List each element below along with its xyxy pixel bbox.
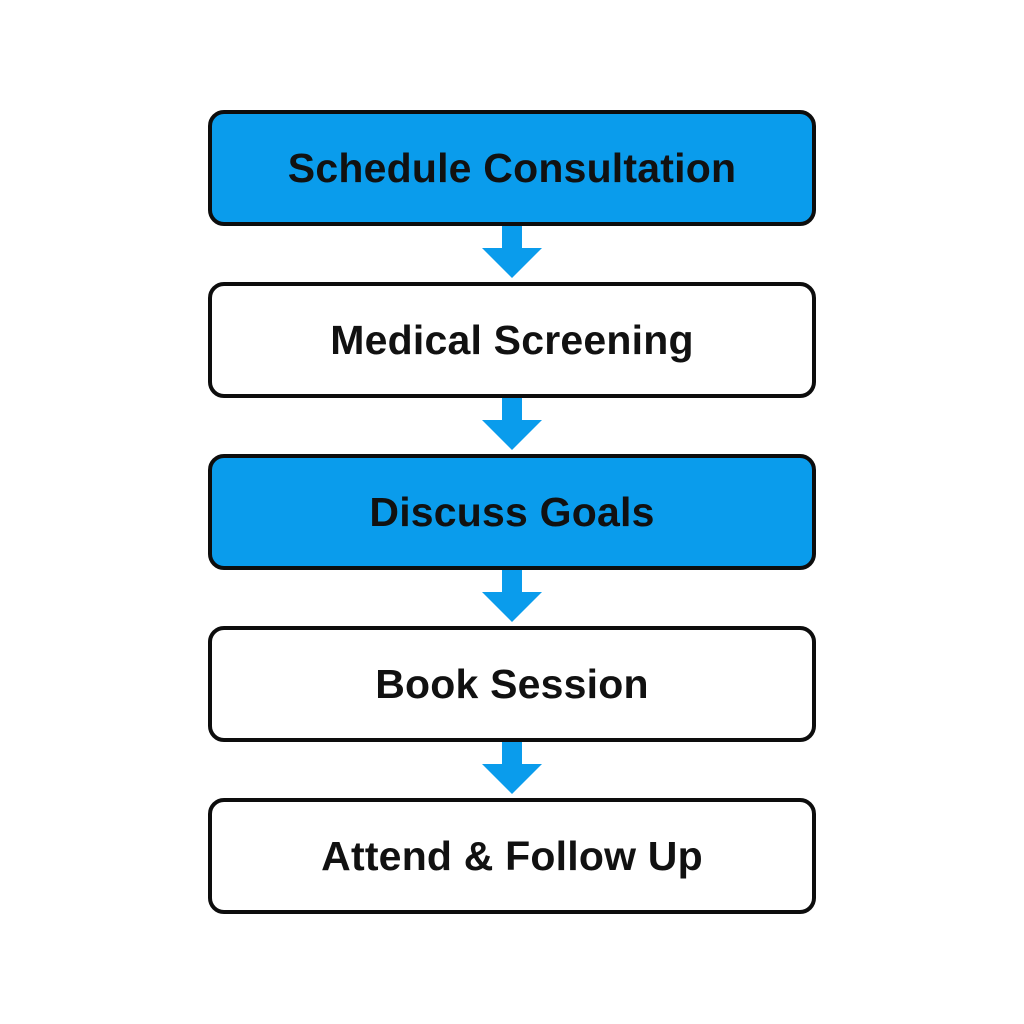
arrow-down-icon — [482, 742, 542, 794]
step-label: Medical Screening — [330, 316, 694, 363]
connector-arrow — [208, 226, 816, 282]
step-attend-follow-up: Attend & Follow Up — [208, 798, 816, 914]
step-schedule-consultation: Schedule Consultation — [208, 110, 816, 226]
connector-arrow — [208, 570, 816, 626]
process-flowchart: Schedule Consultation Medical Screening … — [208, 110, 816, 914]
connector-arrow — [208, 742, 816, 798]
step-label: Book Session — [375, 660, 649, 707]
connector-arrow — [208, 398, 816, 454]
arrow-down-icon — [482, 570, 542, 622]
step-label: Attend & Follow Up — [321, 832, 703, 879]
step-discuss-goals: Discuss Goals — [208, 454, 816, 570]
arrow-down-icon — [482, 398, 542, 450]
arrow-down-icon — [482, 226, 542, 278]
step-label: Schedule Consultation — [287, 144, 737, 191]
step-book-session: Book Session — [208, 626, 816, 742]
step-label: Discuss Goals — [369, 488, 655, 535]
step-medical-screening: Medical Screening — [208, 282, 816, 398]
